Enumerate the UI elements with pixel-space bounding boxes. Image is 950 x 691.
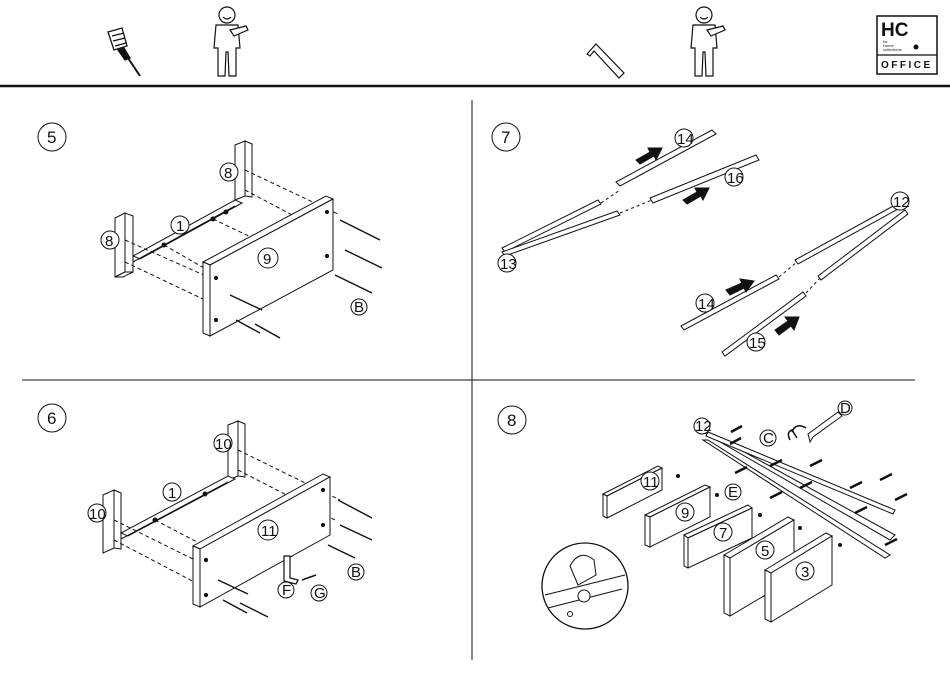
part-label: 9 [263, 251, 271, 268]
step-number: 8 [507, 411, 516, 430]
part-label: 5 [761, 543, 769, 560]
hardware-label: B [351, 564, 361, 581]
part-label: 10 [89, 506, 106, 523]
hardware-label: D [840, 400, 851, 417]
step-7-panel: 7 14 16 12 13 14 15 [492, 123, 910, 356]
step-5-panel: 5 8 [38, 123, 382, 338]
part-label: 1 [168, 485, 176, 502]
person-icon [214, 7, 248, 76]
part-label: 14 [677, 131, 694, 148]
logo-tagline-3: collections [883, 47, 902, 52]
person-icon [691, 7, 725, 76]
header: HC for Home collections OFFICE [0, 7, 950, 86]
part-label: 15 [749, 335, 766, 352]
hardware-label: B [354, 299, 364, 316]
step-number: 7 [501, 128, 510, 147]
step-6-panel: 6 10 10 1 [38, 404, 372, 617]
hardware-label: E [728, 484, 738, 501]
allen-key-icon [587, 44, 624, 78]
part-label: 13 [500, 256, 517, 273]
part-label: 12 [893, 194, 910, 211]
part-label: 8 [105, 233, 113, 250]
hardware-label: C [763, 430, 774, 447]
step-number: 5 [47, 128, 56, 147]
logo-mark: HC [881, 20, 909, 41]
part-label: 12 [695, 418, 712, 435]
part-label: 11 [261, 523, 277, 540]
hardware-label: G [314, 585, 326, 602]
step-number: 6 [47, 409, 56, 428]
part-label: 8 [224, 165, 232, 182]
part-label: 14 [698, 296, 715, 313]
part-label: 9 [681, 505, 689, 522]
hardware-label: F [282, 582, 291, 599]
part-label: 1 [176, 218, 184, 235]
part-label: 7 [719, 525, 727, 542]
screwdriver-icon [108, 28, 140, 76]
logo-word: OFFICE [881, 60, 933, 71]
part-label: 11 [643, 474, 659, 491]
part-label: 3 [801, 564, 809, 581]
part-label: 10 [215, 436, 232, 453]
step-8-panel: 8 [498, 400, 907, 629]
brand-logo: HC for Home collections OFFICE [877, 16, 937, 74]
part-label: 16 [727, 170, 744, 187]
